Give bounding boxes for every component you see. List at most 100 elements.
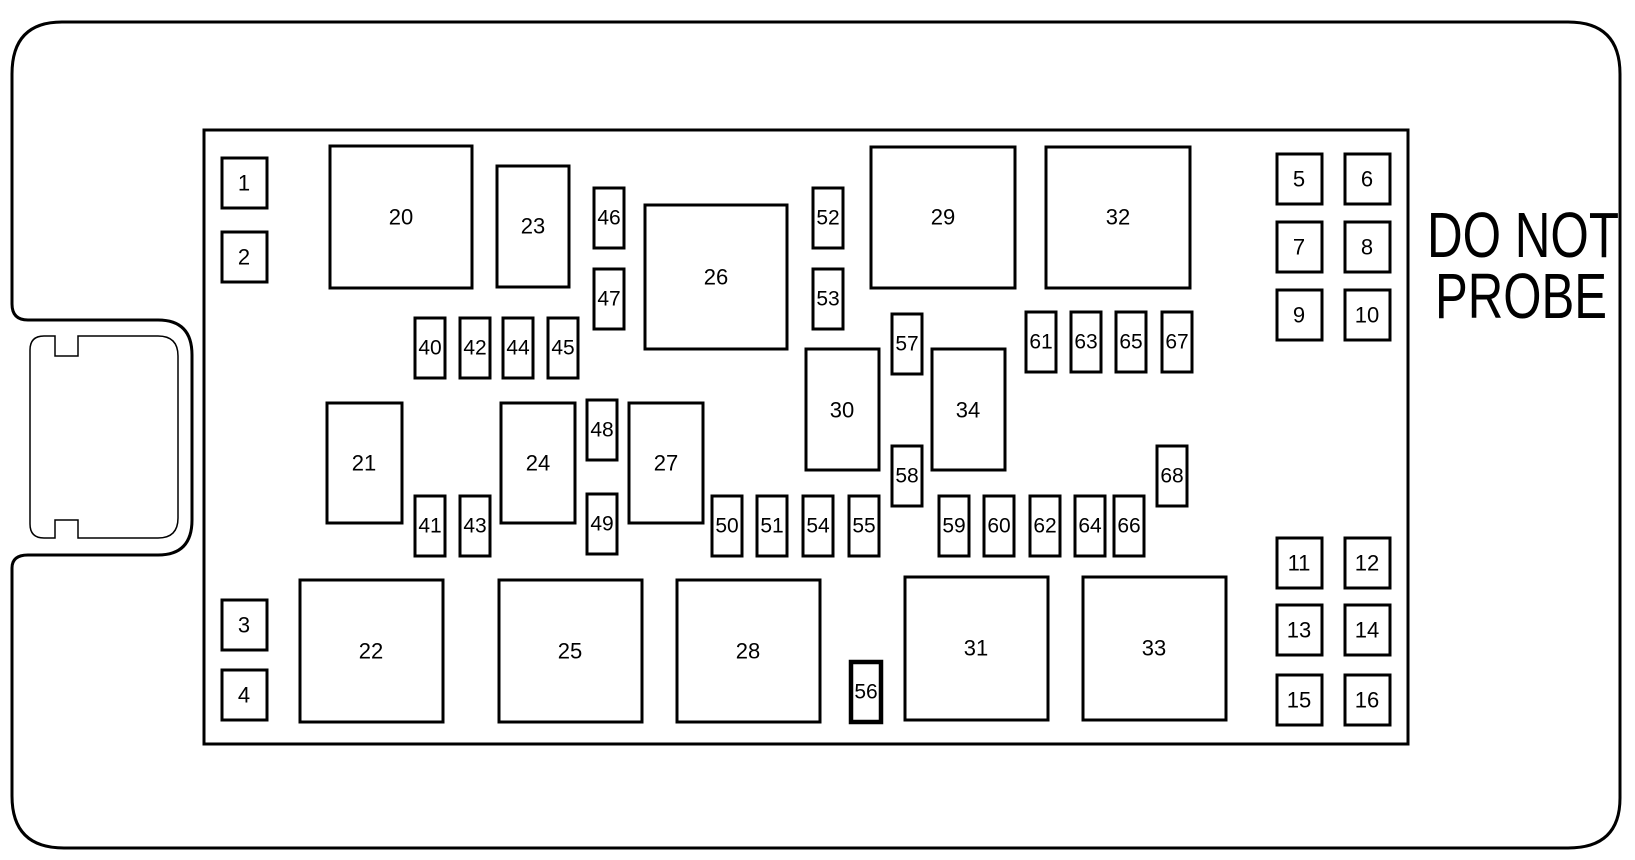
- fuse-61[interactable]: 61: [1024, 310, 1058, 374]
- svg-text:34: 34: [956, 398, 980, 423]
- relay-33[interactable]: 33: [1081, 575, 1228, 722]
- svg-text:52: 52: [816, 207, 839, 230]
- svg-text:23: 23: [521, 214, 545, 239]
- svg-text:50: 50: [715, 515, 738, 538]
- fuse-4[interactable]: 4: [220, 668, 269, 722]
- fuse-3[interactable]: 3: [220, 598, 269, 652]
- relay-34[interactable]: 34: [930, 347, 1007, 472]
- connector-latch: [29, 335, 179, 539]
- svg-text:65: 65: [1119, 331, 1142, 354]
- fuse-63[interactable]: 63: [1069, 310, 1103, 374]
- svg-text:53: 53: [816, 288, 839, 311]
- fuse-64[interactable]: 64: [1073, 494, 1107, 558]
- fuse-10[interactable]: 10: [1343, 288, 1392, 342]
- relay-22[interactable]: 22: [298, 578, 445, 724]
- svg-text:64: 64: [1078, 515, 1102, 538]
- relay-26[interactable]: 26: [643, 203, 789, 351]
- svg-text:25: 25: [558, 639, 582, 664]
- fuse-40[interactable]: 40: [413, 316, 447, 380]
- relay-23[interactable]: 23: [495, 164, 571, 289]
- svg-text:57: 57: [895, 333, 918, 356]
- svg-text:3: 3: [238, 613, 250, 638]
- fuse-41[interactable]: 41: [413, 494, 447, 558]
- fuse-13[interactable]: 13: [1275, 603, 1324, 657]
- fuse-16[interactable]: 16: [1343, 673, 1392, 727]
- svg-text:12: 12: [1355, 551, 1379, 576]
- fuse-42[interactable]: 42: [458, 316, 492, 380]
- relay-30[interactable]: 30: [804, 347, 881, 472]
- fuse-49[interactable]: 49: [585, 492, 619, 556]
- warning-line-1: DO NOT: [1427, 199, 1619, 271]
- fuse-58[interactable]: 58: [890, 444, 924, 508]
- svg-text:49: 49: [590, 513, 613, 536]
- fuse-60[interactable]: 60: [982, 494, 1016, 558]
- fuse-43[interactable]: 43: [458, 494, 492, 558]
- svg-text:20: 20: [389, 205, 413, 230]
- svg-text:42: 42: [463, 337, 486, 360]
- svg-text:54: 54: [806, 515, 830, 538]
- fuse-59[interactable]: 59: [937, 494, 971, 558]
- svg-text:11: 11: [1288, 551, 1311, 576]
- fuse-48[interactable]: 48: [585, 398, 619, 462]
- svg-text:28: 28: [736, 639, 760, 664]
- fuse-67[interactable]: 67: [1160, 310, 1194, 374]
- svg-text:4: 4: [238, 683, 250, 708]
- fuse-50[interactable]: 50: [710, 494, 744, 558]
- svg-text:45: 45: [551, 337, 574, 360]
- svg-text:8: 8: [1361, 235, 1373, 260]
- relay-31[interactable]: 31: [903, 575, 1050, 722]
- svg-text:46: 46: [597, 207, 620, 230]
- relay-32[interactable]: 32: [1044, 145, 1192, 290]
- svg-text:67: 67: [1165, 331, 1188, 354]
- fuse-62[interactable]: 62: [1028, 494, 1062, 558]
- fuse-57[interactable]: 57: [890, 312, 924, 376]
- fuse-65[interactable]: 65: [1114, 310, 1148, 374]
- fuse-6[interactable]: 6: [1343, 152, 1392, 206]
- fuse-8[interactable]: 8: [1343, 220, 1392, 274]
- fuse-47[interactable]: 47: [592, 267, 626, 331]
- svg-text:59: 59: [942, 515, 965, 538]
- fuse-14[interactable]: 14: [1343, 603, 1392, 657]
- relay-21[interactable]: 21: [325, 401, 404, 525]
- fuse-11[interactable]: 11: [1275, 536, 1324, 590]
- relay-29[interactable]: 29: [869, 145, 1017, 290]
- fuse-46[interactable]: 46: [592, 186, 626, 250]
- fuse-66[interactable]: 66: [1112, 494, 1146, 558]
- fuse-53[interactable]: 53: [811, 267, 845, 331]
- svg-text:5: 5: [1293, 167, 1305, 192]
- relay-28[interactable]: 28: [675, 578, 822, 724]
- svg-text:58: 58: [895, 465, 918, 488]
- svg-text:14: 14: [1355, 618, 1379, 643]
- relay-20[interactable]: 20: [328, 144, 474, 290]
- fuse-1[interactable]: 1: [220, 156, 269, 210]
- fuse-52[interactable]: 52: [811, 186, 845, 250]
- fuse-9[interactable]: 9: [1275, 288, 1324, 342]
- svg-text:51: 51: [760, 515, 783, 538]
- warning-line-2: PROBE: [1435, 260, 1607, 332]
- svg-text:15: 15: [1287, 688, 1311, 713]
- svg-text:10: 10: [1355, 303, 1379, 328]
- fuse-5[interactable]: 5: [1275, 152, 1324, 206]
- svg-text:48: 48: [590, 419, 613, 442]
- relay-27[interactable]: 27: [627, 401, 705, 525]
- svg-text:2: 2: [238, 245, 250, 270]
- svg-text:21: 21: [352, 451, 376, 476]
- fuse-56[interactable]: 56: [848, 659, 884, 725]
- svg-text:16: 16: [1355, 688, 1379, 713]
- relay-25[interactable]: 25: [497, 578, 644, 724]
- fuse-68[interactable]: 68: [1155, 444, 1189, 508]
- fuse-55[interactable]: 55: [847, 494, 881, 558]
- svg-text:30: 30: [830, 398, 854, 423]
- fuse-12[interactable]: 12: [1343, 536, 1392, 590]
- svg-text:56: 56: [854, 681, 877, 704]
- fuse-51[interactable]: 51: [755, 494, 789, 558]
- relay-24[interactable]: 24: [499, 401, 577, 525]
- fuse-2[interactable]: 2: [220, 230, 269, 284]
- fuse-7[interactable]: 7: [1275, 220, 1324, 274]
- fuse-54[interactable]: 54: [801, 494, 835, 558]
- svg-text:27: 27: [654, 451, 678, 476]
- fuse-44[interactable]: 44: [501, 316, 535, 380]
- fuse-15[interactable]: 15: [1275, 673, 1324, 727]
- fuse-45[interactable]: 45: [546, 316, 580, 380]
